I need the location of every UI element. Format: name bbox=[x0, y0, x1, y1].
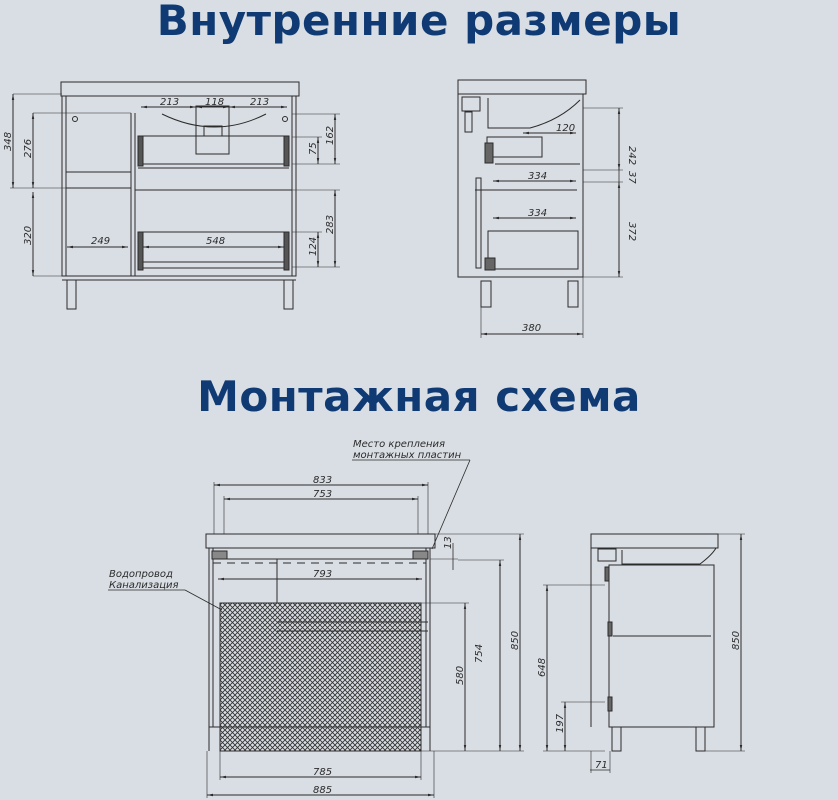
front-mount-drawing bbox=[108, 459, 524, 798]
dim-sink-left: 213 bbox=[160, 97, 179, 108]
front-inner-dimensions: 213 118 213 348 276 320 249 548 162 75 2… bbox=[3, 97, 336, 256]
label-mount-plates-2: монтажных пластин bbox=[353, 450, 462, 461]
dim-right-lower: 283 bbox=[325, 215, 336, 234]
side-inner-dimensions: 120 334 334 242 37 372 380 bbox=[522, 123, 637, 334]
dim-sink-right: 213 bbox=[250, 97, 269, 108]
title-inner-dimensions: Внутренние размеры bbox=[156, 0, 682, 45]
dim-top-width: 833 bbox=[313, 475, 332, 486]
dim-inner-span: 793 bbox=[313, 569, 332, 580]
label-utilities-1: Водопровод bbox=[109, 569, 173, 580]
dim-lower-height: 372 bbox=[626, 222, 637, 241]
dim-drawer-width: 548 bbox=[206, 236, 225, 247]
dim-leg-offset: 71 bbox=[595, 760, 608, 771]
front-mount-labels: Место крепления монтажных пластин Водопр… bbox=[109, 439, 521, 796]
dim-plate-height: 13 bbox=[443, 536, 454, 549]
label-utilities-2: Канализация bbox=[109, 580, 179, 591]
dim-upper-drawer-depth: 334 bbox=[528, 171, 547, 182]
front-inner-drawing bbox=[10, 81, 340, 310]
dim-gap: 37 bbox=[626, 171, 637, 184]
dim-hatch-height: 580 bbox=[455, 666, 466, 685]
dim-upper-left-height: 276 bbox=[23, 139, 34, 158]
title-mounting-scheme: Монтажная схема bbox=[197, 372, 641, 421]
side-mount-dimensions: 648 197 71 850 bbox=[537, 631, 742, 771]
dim-total-left-height: 348 bbox=[3, 132, 14, 151]
dim-sink-center: 118 bbox=[205, 97, 224, 108]
dim-right-upper: 162 bbox=[325, 126, 336, 145]
dim-total-height: 850 bbox=[510, 631, 521, 650]
dim-plate-span: 753 bbox=[313, 489, 332, 500]
side-inner-drawing bbox=[457, 79, 623, 338]
label-mount-plates-1: Место крепления bbox=[353, 439, 445, 450]
dim-mount-height: 754 bbox=[474, 644, 485, 663]
dim-left-shelf-width: 249 bbox=[91, 236, 110, 247]
dim-side-total-height: 850 bbox=[731, 631, 742, 650]
dim-hatch-width: 785 bbox=[313, 767, 332, 778]
dim-lower-drawer-depth: 334 bbox=[528, 208, 547, 219]
dim-top-offset: 120 bbox=[556, 123, 575, 134]
side-mount-drawing bbox=[543, 533, 745, 773]
dim-left-height: 648 bbox=[537, 658, 548, 677]
dim-total-depth: 380 bbox=[522, 323, 541, 334]
dim-right-upper-drawer: 75 bbox=[308, 142, 319, 155]
dim-lower-left-height: 320 bbox=[23, 226, 34, 245]
dim-total-width: 885 bbox=[313, 785, 332, 796]
dim-upper-height: 242 bbox=[626, 146, 637, 165]
dim-low-height: 197 bbox=[555, 713, 566, 733]
dim-right-lower-drawer: 124 bbox=[308, 237, 319, 256]
